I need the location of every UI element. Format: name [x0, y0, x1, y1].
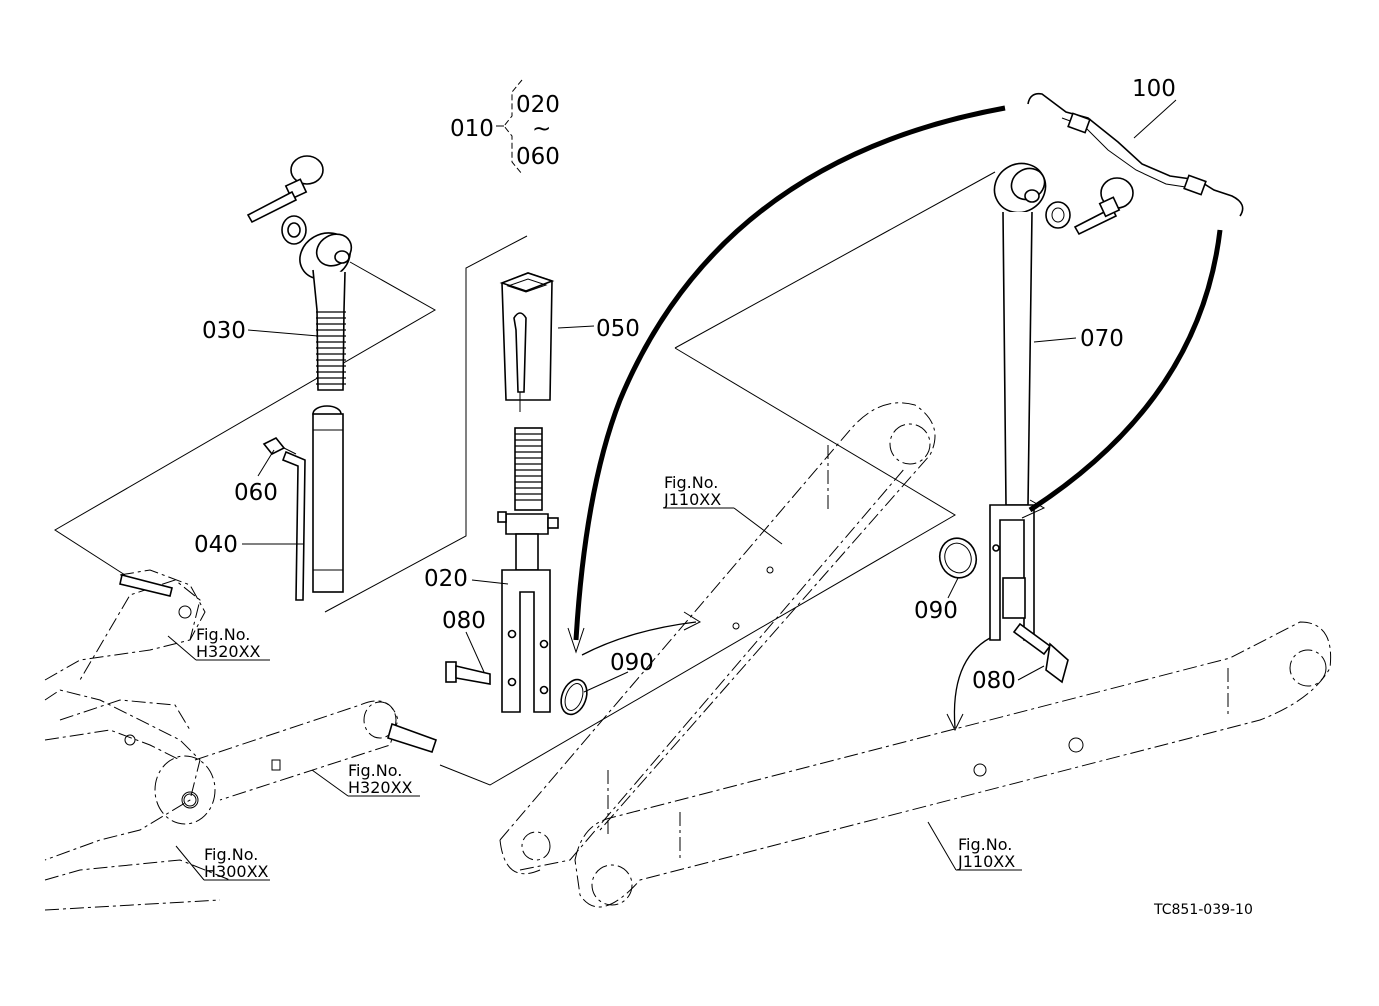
- part-label-090-right: 090: [914, 598, 958, 624]
- part-label-030: 030: [202, 318, 246, 344]
- fig-ref-h320-lower-line1: Fig.No.: [348, 761, 402, 780]
- assembly-arrows: [567, 105, 1223, 732]
- group-range-end-label: 060: [516, 144, 560, 170]
- part-label-040: 040: [194, 532, 238, 558]
- fig-ref-j110-upper-line2: J110XX: [663, 490, 721, 509]
- lower-link-arms: [499, 402, 1332, 908]
- part-label-060: 060: [234, 480, 278, 506]
- assembly-outline-lines: [54, 171, 996, 786]
- lift-rod-right-assembly: [938, 162, 1134, 684]
- group-range-start-label: 020: [516, 92, 560, 118]
- fig-ref-j110-lower-line2: J110XX: [957, 852, 1015, 871]
- lift-rod-center-assembly: [445, 272, 588, 716]
- fig-ref-h320-upper-line1: Fig.No.: [196, 625, 250, 644]
- leader-lines: [167, 99, 1177, 881]
- group-parent-label: 010: [450, 116, 494, 142]
- fig-ref-h320-upper-line2: H320XX: [196, 642, 261, 661]
- tractor-housing: [44, 569, 438, 911]
- fig-ref-j110-lower-line1: Fig.No.: [958, 835, 1012, 854]
- part-label-090-center: 090: [610, 650, 654, 676]
- fig-ref-j110-upper-line1: Fig.No.: [664, 473, 718, 492]
- group-bracket: [496, 79, 523, 175]
- part-label-100: 100: [1132, 76, 1176, 102]
- part-label-070: 070: [1080, 326, 1124, 352]
- thread-020: [515, 433, 542, 501]
- part-label-050: 050: [596, 316, 640, 342]
- thread-030: [316, 311, 346, 385]
- top-link-left-assembly: [246, 155, 353, 601]
- group-range-separator: ~: [532, 116, 551, 142]
- part-label-080-center: 080: [442, 608, 486, 634]
- fig-ref-h320-lower-line2: H320XX: [348, 778, 413, 797]
- fig-ref-h300-line1: Fig.No.: [204, 845, 258, 864]
- drawing-code: TC851-039-10: [1153, 902, 1253, 918]
- spring-clip: [1027, 92, 1244, 217]
- part-label-080-right: 080: [972, 668, 1016, 694]
- fig-ref-h300-line2: H300XX: [204, 862, 269, 881]
- part-label-020: 020: [424, 566, 468, 592]
